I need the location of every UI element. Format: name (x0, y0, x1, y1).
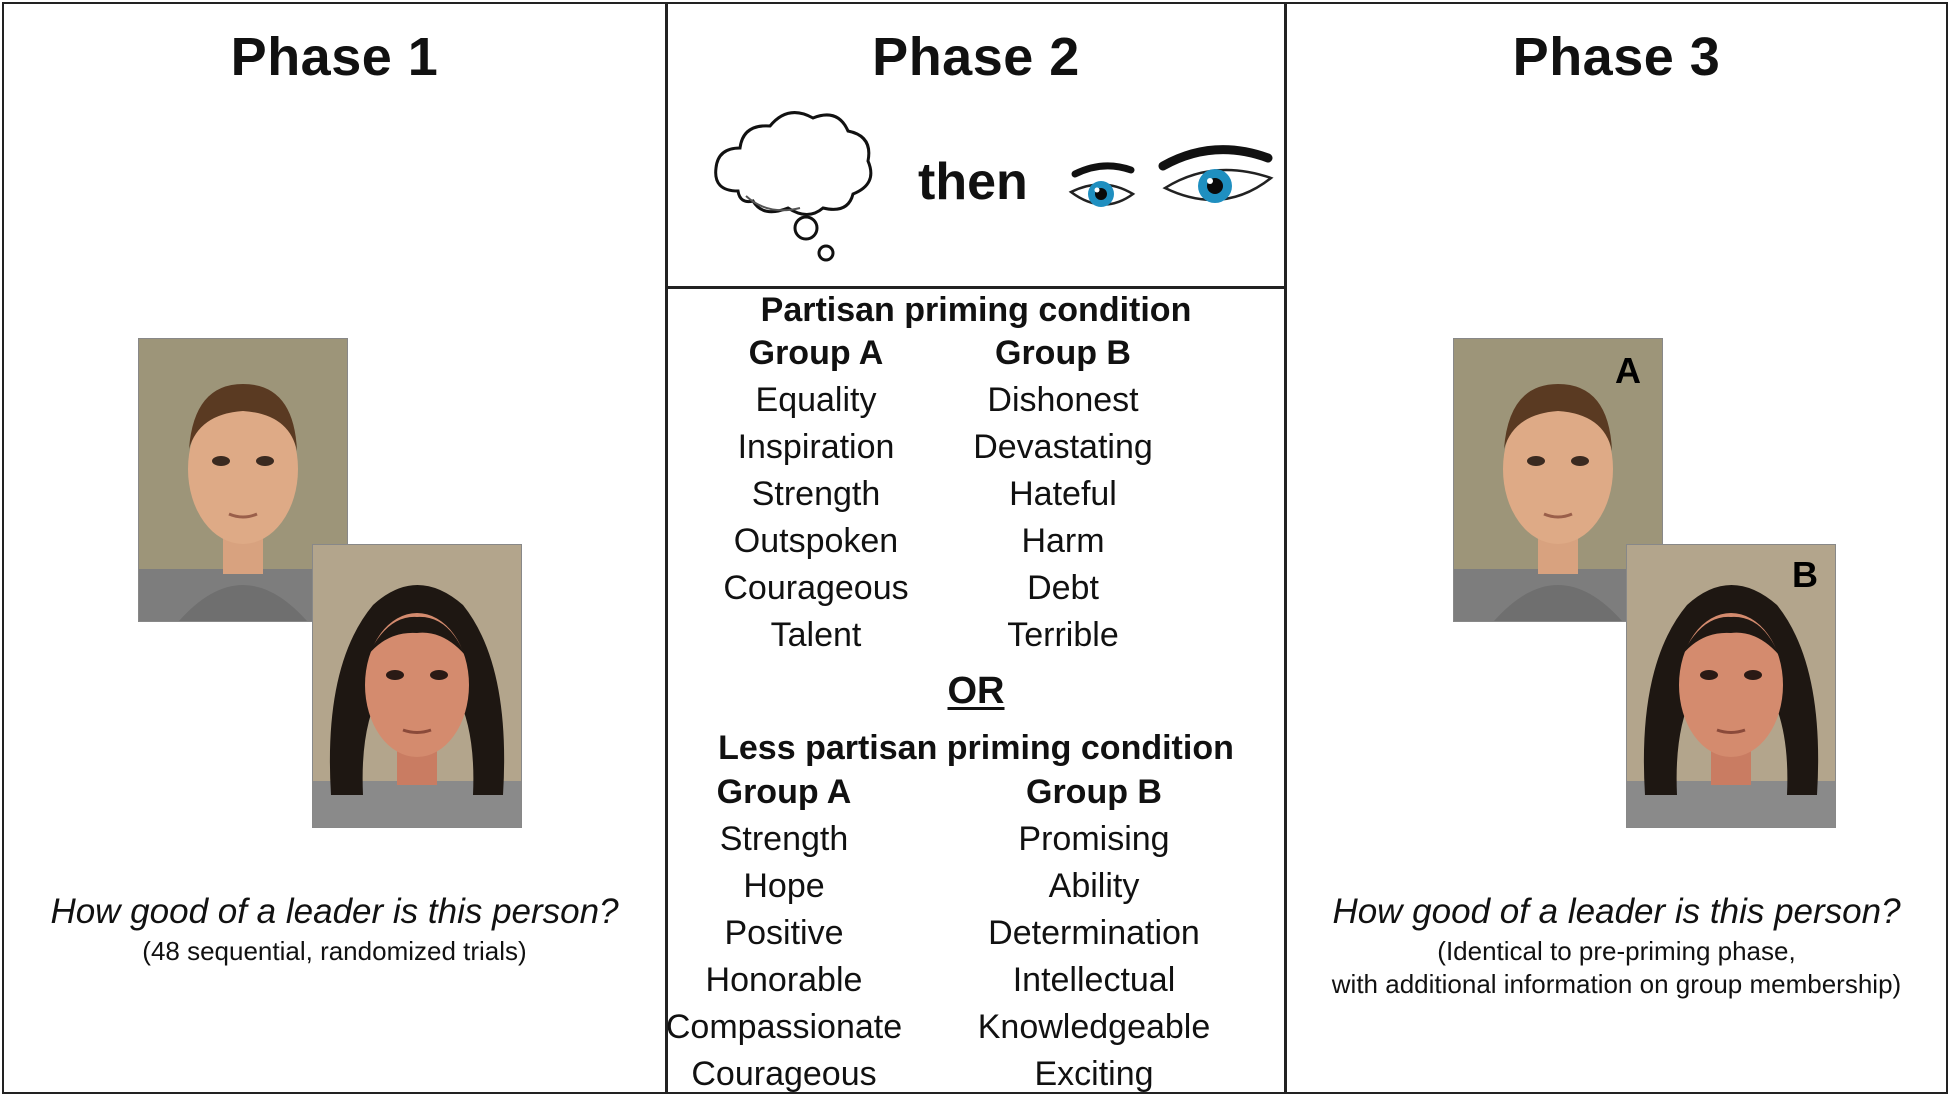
phase-3-note-line-2: with additional information on group mem… (1331, 969, 1902, 999)
phase-2-divider (668, 286, 1284, 289)
phase-1-panel: Phase 1 How good of a leader is this p (2, 2, 667, 1094)
word-item: Positive (724, 914, 844, 952)
phase-1-question: How good of a leader is this person? (50, 892, 619, 931)
word-item: Talent (770, 616, 862, 654)
word-item: Knowledgeable (977, 1008, 1211, 1046)
phase-1-note: (48 sequential, randomized trials) (142, 936, 527, 966)
word-item: Hope (743, 867, 825, 905)
word-item: Harm (1021, 522, 1105, 560)
word-item: Strength (751, 475, 881, 513)
phase-3-panel: Phase 3 A B How good of a leader (1285, 2, 1948, 1094)
word-item: Outspoken (733, 522, 899, 560)
word-item: Inspiration (737, 428, 895, 466)
word-item: Strength (719, 820, 849, 858)
eyes-icon (1068, 145, 1274, 207)
then-label: then (918, 153, 1028, 211)
partisan-group-b-heading: Group B (995, 334, 1131, 372)
phase-3-note-line-1: (Identical to pre-priming phase, (1437, 936, 1796, 966)
group-a-badge: A (1615, 350, 1641, 391)
group-b-badge: B (1792, 554, 1818, 595)
or-label: OR (947, 670, 1005, 712)
face-photo-2 (312, 544, 522, 828)
phase-2-panel: Phase 2 then Partisan priming condition … (665, 2, 1287, 1094)
word-item: Debt (1027, 569, 1099, 607)
word-item: Terrible (1007, 616, 1119, 654)
word-item: Exciting (1034, 1055, 1154, 1093)
word-item: Devastating (973, 428, 1153, 466)
partisan-condition-title: Partisan priming condition (760, 291, 1192, 329)
word-item: Ability (1048, 867, 1140, 905)
word-item: Dishonest (987, 381, 1139, 419)
thought-bubble-icon (714, 111, 873, 262)
word-item: Promising (1018, 820, 1170, 858)
word-item: Courageous (691, 1055, 877, 1093)
less-partisan-group-b-heading: Group B (1026, 773, 1162, 811)
partisan-group-a: Group A Equality Inspiration Strength Ou… (691, 330, 941, 659)
less-partisan-group-a: Group A Strength Hope Positive Honorable… (659, 769, 909, 1098)
face-photo-b (1626, 544, 1836, 828)
less-partisan-condition-title: Less partisan priming condition (718, 729, 1234, 767)
partisan-group-a-heading: Group A (748, 334, 884, 372)
phase-1-title: Phase 1 (230, 27, 439, 87)
phase-2-title: Phase 2 (872, 27, 1080, 87)
partisan-group-b: Group B Dishonest Devastating Hateful Ha… (938, 330, 1188, 659)
word-item: Courageous (723, 569, 909, 607)
word-item: Determination (988, 914, 1200, 952)
word-item: Equality (755, 381, 877, 419)
word-item: Honorable (705, 961, 863, 999)
phase-3-title: Phase 3 (1512, 27, 1721, 87)
less-partisan-group-b: Group B Promising Ability Determination … (969, 769, 1219, 1098)
word-item: Hateful (1009, 475, 1117, 513)
phase-3-question: How good of a leader is this person? (1332, 892, 1901, 931)
word-item: Compassionate (665, 1008, 903, 1046)
word-item: Intellectual (1012, 961, 1176, 999)
less-partisan-group-a-heading: Group A (716, 773, 852, 811)
